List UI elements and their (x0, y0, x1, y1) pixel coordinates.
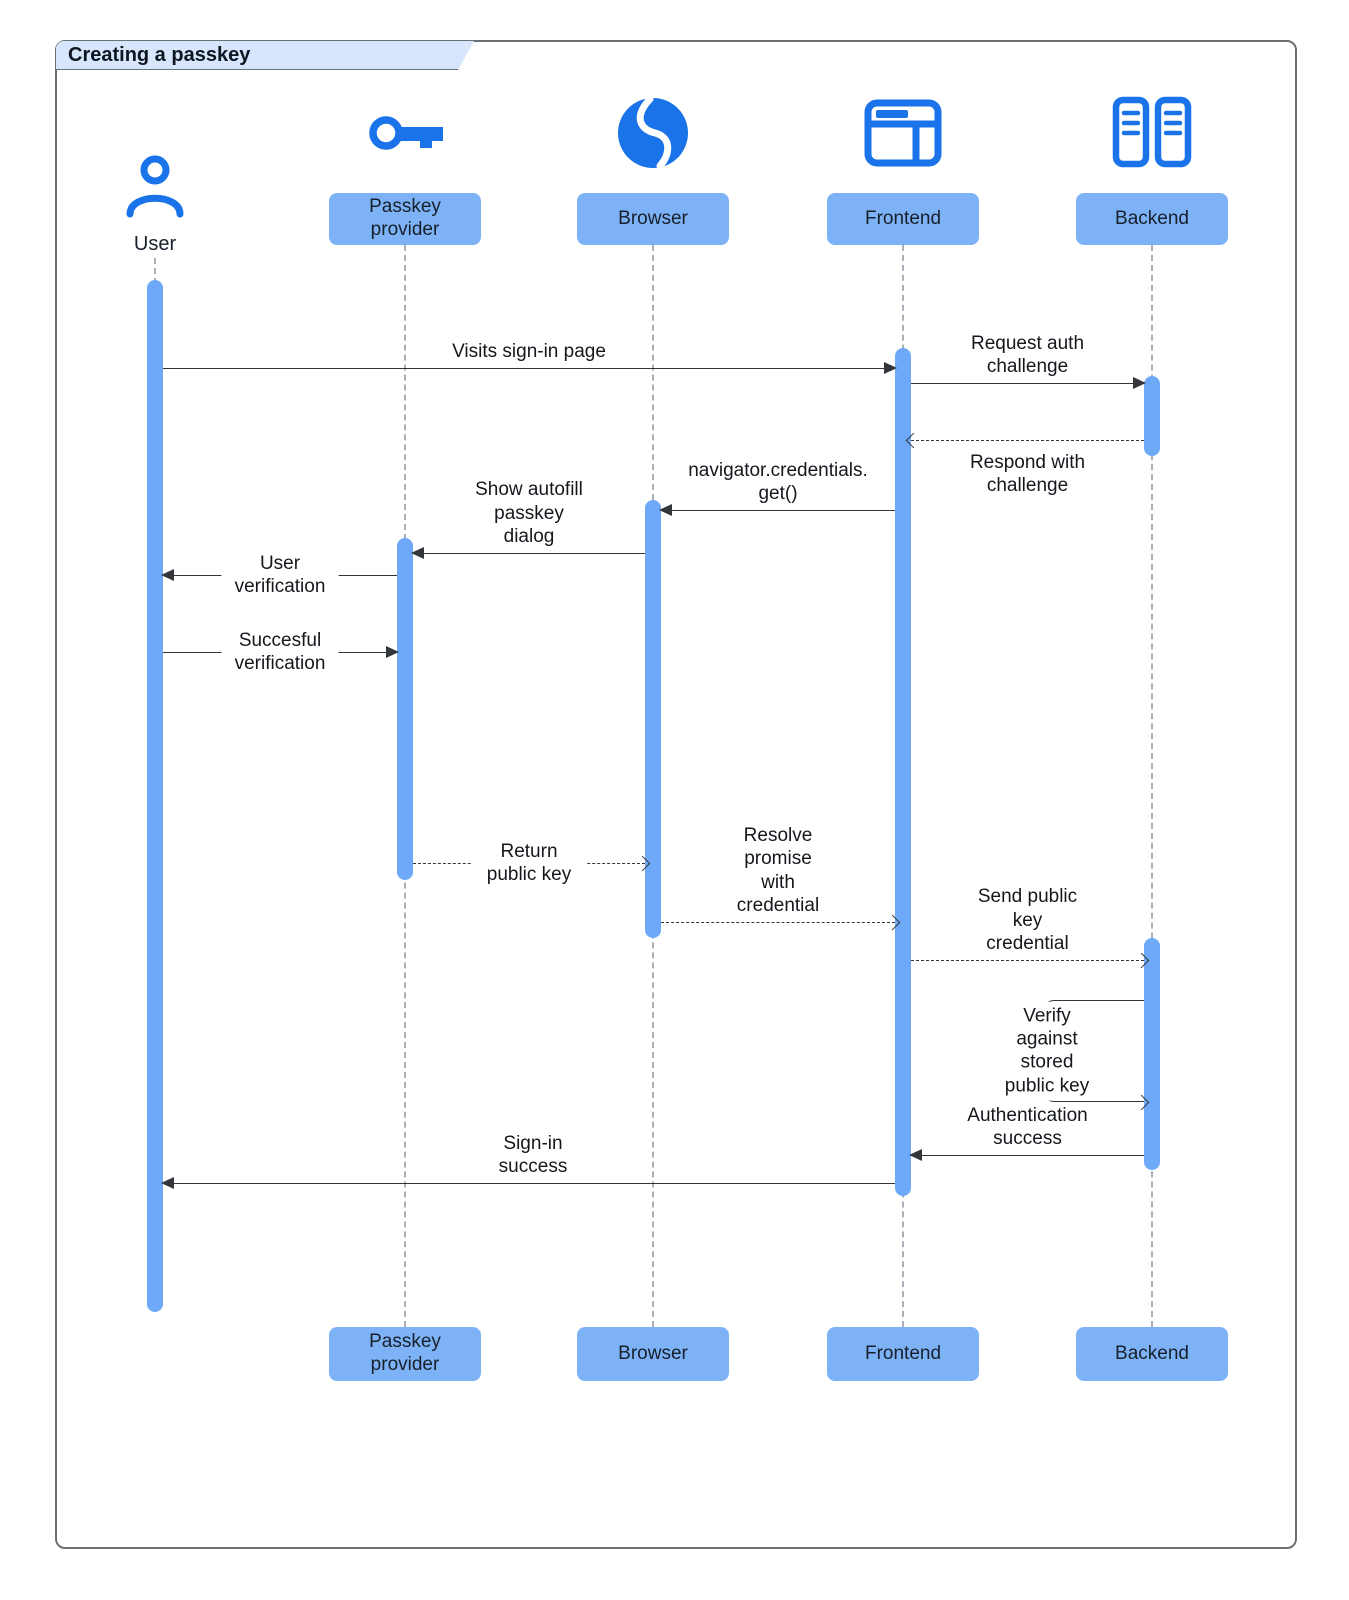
arrowhead-icon (161, 569, 174, 581)
activation-user (147, 280, 163, 1312)
actor-box-backend: Backend (1076, 193, 1228, 245)
footer-box-frontend: Frontend (827, 1327, 979, 1381)
message-label: Return public key (471, 839, 587, 887)
footer-box-backend: Backend (1076, 1327, 1228, 1381)
message-user-verification: User verification (161, 551, 397, 599)
message-return-public-key: Return public key (413, 839, 651, 887)
lifeline-backend (1151, 245, 1153, 1327)
person-icon (122, 152, 188, 235)
diagram-title: Creating a passkey (68, 43, 251, 66)
activation-browser (645, 500, 661, 938)
message-label: Verify against stored public key (998, 1001, 1096, 1101)
key-icon (361, 100, 449, 171)
diagram-frame (55, 40, 1297, 1549)
message-successful-verification: Succesful verification (163, 628, 399, 676)
message-show-autofill-passkey-dialog: Show autofill passkey dialog (411, 479, 645, 559)
actor-label-user: User (133, 233, 177, 255)
arrowhead-icon (386, 646, 399, 658)
message-sign-in-success: Sign-in success (161, 1133, 895, 1189)
message-resolve-promise: Resolve promise with credential (661, 825, 901, 931)
message-label: Resolve promise with credential (736, 825, 820, 916)
footer-box-browser: Browser (577, 1327, 729, 1381)
message-request-auth-challenge: Request auth challenge (911, 333, 1146, 389)
window-icon (863, 98, 943, 173)
message-label: User verification (221, 551, 339, 599)
message-label: Visits sign-in page (452, 340, 606, 362)
message-authentication-success: Authentication success (909, 1105, 1144, 1161)
message-send-public-key-credential: Send public key credential (911, 886, 1150, 969)
message-label: Succesful verification (221, 628, 339, 676)
arrowhead-icon (161, 1177, 174, 1189)
servers-icon (1110, 96, 1194, 173)
message-respond-with-challenge: Respond with challenge (905, 432, 1144, 496)
arrowhead-icon (1133, 377, 1146, 389)
activation-passkey-provider (397, 538, 413, 880)
activation-frontend (895, 348, 911, 1196)
actor-box-passkey-provider: Passkey provider (329, 193, 481, 245)
arrowhead-icon (884, 362, 897, 374)
arrowhead-icon (909, 1149, 922, 1161)
activation-backend-2 (1144, 938, 1160, 1170)
footer-box-passkey-provider: Passkey provider (329, 1327, 481, 1381)
message-label: Send public key credential (977, 886, 1078, 954)
activation-backend-1 (1144, 376, 1160, 456)
message-navigator-credentials-get: navigator.credentials. get() (659, 460, 895, 516)
message-label: navigator.credentials. get() (688, 459, 868, 504)
actor-box-frontend: Frontend (827, 193, 979, 245)
message-label: Respond with challenge (969, 452, 1086, 497)
message-visits-sign-in: Visits sign-in page (163, 341, 897, 374)
actor-box-browser: Browser (577, 193, 729, 245)
diagram-title-tab: Creating a passkey (56, 41, 474, 70)
globe-icon (614, 94, 692, 177)
message-label: Authentication success (967, 1104, 1088, 1149)
arrowhead-icon (411, 547, 424, 559)
message-label: Sign-in success (498, 1132, 568, 1177)
arrowhead-icon (659, 504, 672, 516)
message-label: Show autofill passkey dialog (475, 479, 583, 547)
message-label: Request auth challenge (970, 332, 1085, 377)
message-verify-stored-public-key: Verify against stored public key (998, 1000, 1150, 1110)
